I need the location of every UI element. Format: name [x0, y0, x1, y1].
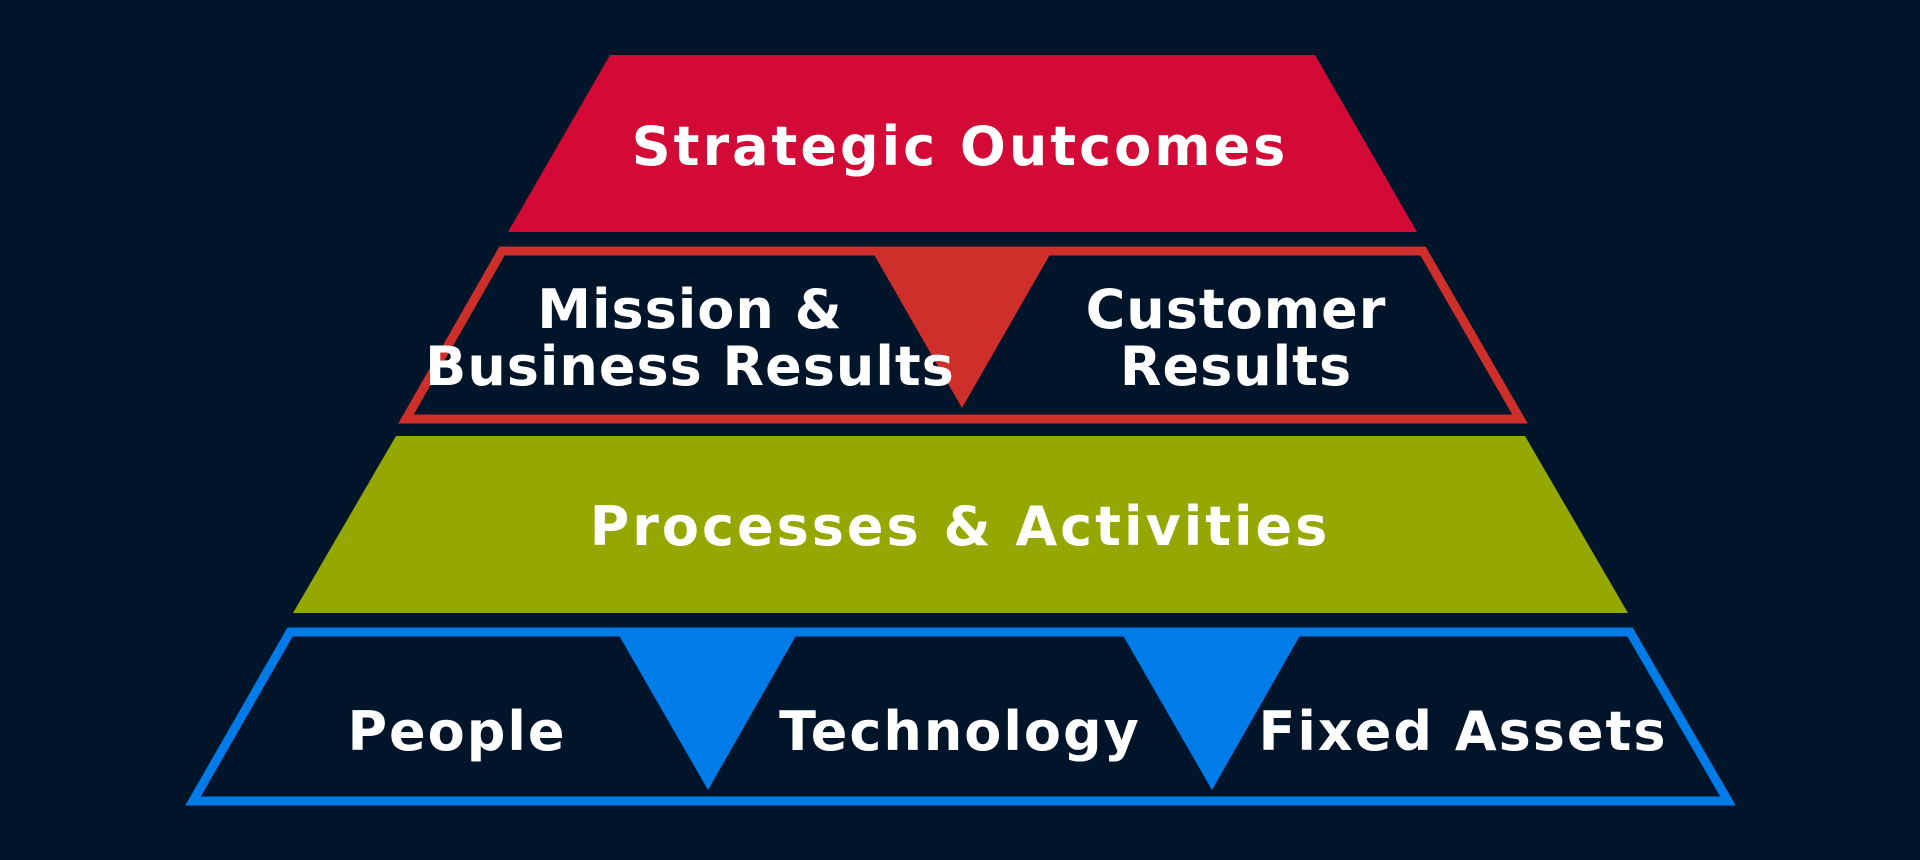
people-label: People [347, 700, 566, 763]
customer-results-label: Customer [1086, 278, 1387, 341]
mission-business-results-label-line2: Business Results [425, 335, 955, 398]
mission-business-results-label: Mission & [537, 278, 842, 341]
tier-strategic-outcomes-label: Strategic Outcomes [632, 115, 1289, 178]
tier-processes-activities-label: Processes & Activities [590, 495, 1331, 558]
tier-processes-activities [293, 436, 1628, 613]
tier-results-outline [398, 246, 1528, 424]
foundation-divider-triangle-right [1121, 632, 1302, 790]
fixed-assets-label: Fixed Assets [1259, 700, 1668, 763]
tier-strategic-outcomes [508, 55, 1417, 232]
foundation-divider-triangle-left [617, 632, 798, 790]
technology-label: Technology [779, 700, 1141, 763]
tier-results-divider-triangle [872, 251, 1052, 408]
customer-results-label-line2: Results [1120, 335, 1352, 398]
